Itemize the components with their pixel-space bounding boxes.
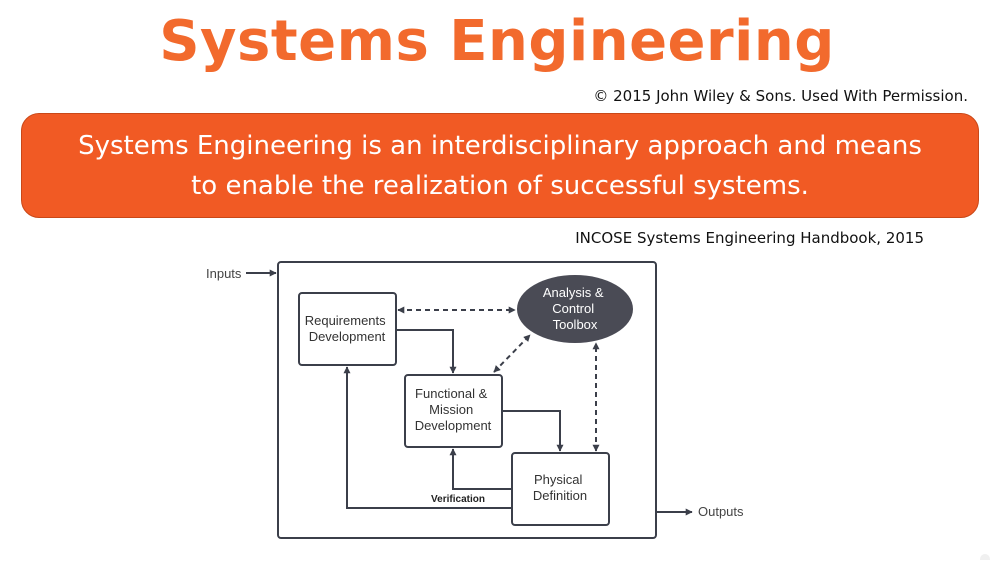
toolbox-label-line-3: Toolbox [553, 317, 598, 332]
functional-label-line-2: Mission [429, 402, 473, 417]
analysis-control-toolbox [517, 275, 633, 343]
definition-line-2: to enable the realization of successful … [191, 170, 809, 201]
definition-banner: Systems Engineering is an interdisciplin… [21, 113, 979, 218]
requirements-label: Requirements Development [305, 313, 390, 344]
page-title: Systems Engineering [159, 9, 835, 74]
toolbox-label-line-2: Control [552, 301, 594, 316]
physical-label: Physical Definition [533, 472, 587, 503]
functional-label-line-3: Development [415, 418, 492, 433]
corner-mark [980, 554, 990, 560]
copyright-notice: © 2015 John Wiley & Sons. Used With Perm… [593, 87, 968, 105]
verification-loop-arrow [343, 366, 512, 509]
functional-to-physical-arrow [502, 410, 564, 452]
physical-label-line-2: Definition [533, 488, 587, 503]
requirements-label-line-2: Development [309, 329, 386, 344]
source-citation: INCOSE Systems Engineering Handbook, 201… [575, 229, 924, 247]
physical-label-line-1: Physical [534, 472, 583, 487]
inputs-label: Inputs [206, 266, 242, 281]
functional-label-line-1: Functional & [415, 386, 488, 401]
outputs-label: Outputs [698, 504, 744, 519]
toolbox-label: Analysis & Control Toolbox [543, 285, 607, 332]
definition-line-1: Systems Engineering is an interdisciplin… [78, 130, 922, 161]
physical-to-functional-feedback-arrow [449, 448, 512, 490]
requirements-to-functional-arrow [396, 329, 457, 374]
definition-text: Systems Engineering is an interdisciplin… [78, 126, 922, 206]
functional-label: Functional & Mission Development [415, 386, 492, 433]
requirements-label-line-1: Requirements [305, 313, 386, 328]
toolbox-label-line-1: Analysis & [543, 285, 604, 300]
verification-label: Verification [431, 494, 485, 505]
